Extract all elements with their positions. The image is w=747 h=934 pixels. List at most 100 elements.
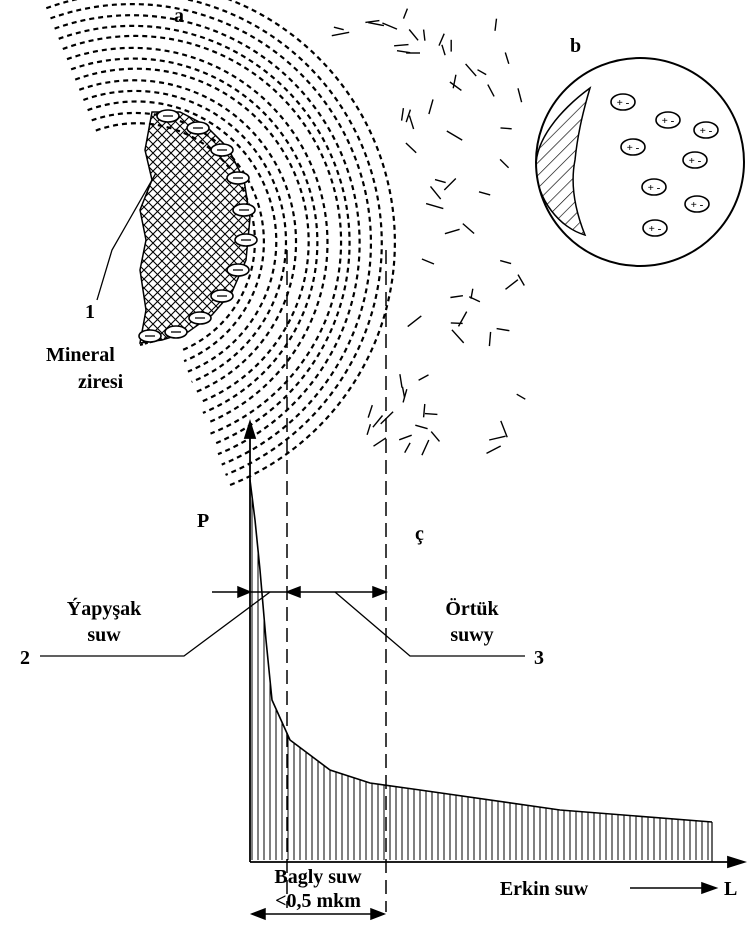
callout-3: 3: [534, 647, 544, 669]
mineral-label-line2: ziresi: [78, 371, 124, 393]
label-b: b: [570, 35, 581, 57]
water-molecule: [431, 432, 439, 442]
water-molecule: [442, 45, 445, 55]
water-molecule: [506, 280, 518, 290]
water-molecule: [501, 421, 507, 437]
water-molecule: [445, 229, 460, 233]
free-water-arrow: [630, 883, 716, 893]
water-molecule: [466, 64, 477, 76]
svg-text:+ -: + -: [662, 115, 675, 127]
water-molecule: [505, 53, 509, 64]
water-molecule: [479, 192, 490, 195]
water-molecule: [487, 446, 501, 453]
water-molecule: [332, 32, 349, 35]
water-molecule: [489, 436, 505, 440]
water-molecule: [367, 424, 370, 435]
svg-text:+ -: + -: [617, 97, 630, 109]
inset-dipole: + -: [642, 179, 666, 195]
water-molecule: [405, 443, 410, 453]
inset-circle: + - + - + - + - + - + - + - + -: [536, 58, 744, 266]
water-molecule: [373, 416, 383, 428]
svg-text:+ -: + -: [689, 155, 702, 167]
svg-text:+ -: + -: [691, 199, 704, 211]
label-a: a: [174, 5, 184, 27]
water-molecule: [463, 224, 474, 234]
bound-water-label: Bagly suw: [274, 866, 362, 888]
callout-2: 2: [20, 647, 30, 669]
film-water-line2: suwy: [450, 624, 493, 646]
water-molecule: [424, 404, 425, 417]
svg-text:+ -: + -: [700, 125, 713, 137]
water-molecule: [495, 19, 497, 31]
water-molecule: [425, 414, 438, 415]
water-molecule: [402, 108, 404, 121]
water-molecule: [381, 412, 393, 424]
mineral-label-line1: Mineral: [46, 344, 115, 366]
water-molecule: [452, 330, 464, 343]
water-molecule: [419, 375, 429, 380]
water-molecule: [435, 180, 446, 183]
water-molecule: [497, 329, 510, 331]
water-molecule: [429, 99, 433, 114]
water-molecule: [444, 179, 456, 191]
water-molecule: [518, 275, 524, 286]
water-molecule: [399, 435, 412, 440]
adsorbed-dipole: [165, 326, 187, 338]
water-molecule: [501, 128, 512, 129]
adsorbed-dipole: [233, 204, 255, 216]
adhesive-water-line1: Ýapyşak: [67, 597, 142, 620]
inset-dipole: + -: [685, 196, 709, 212]
water-molecule: [447, 131, 462, 140]
inset-dipole: + -: [621, 139, 645, 155]
adsorbed-dipole: [227, 172, 249, 184]
water-molecule: [424, 30, 425, 41]
water-molecule: [471, 289, 473, 299]
water-molecule: [365, 21, 379, 23]
water-molecule: [517, 394, 526, 399]
water-molecule: [518, 88, 522, 102]
water-molecule: [489, 332, 490, 346]
adsorbed-dipole: [211, 290, 233, 302]
label-c: ç: [415, 523, 424, 545]
adsorbed-dipole: [227, 264, 249, 276]
zone-width-arrows: [212, 587, 386, 597]
x-axis-label: L: [724, 878, 737, 900]
water-molecule: [408, 316, 422, 327]
water-molecule: [450, 82, 462, 90]
inset-dipole: + -: [611, 94, 635, 110]
water-molecule: [374, 438, 387, 446]
leader-lines: [40, 173, 525, 656]
water-molecule: [368, 405, 372, 418]
water-molecule: [500, 261, 511, 264]
inset-dipole: + -: [656, 112, 680, 128]
free-water-molecules: [332, 9, 526, 456]
water-molecule: [382, 23, 397, 29]
inset-dipole: + -: [643, 220, 667, 236]
y-axis-label: P: [197, 510, 209, 532]
water-molecule: [422, 259, 434, 264]
water-molecule: [500, 159, 509, 167]
adsorbed-dipole: [189, 312, 211, 324]
water-molecule: [488, 85, 494, 97]
callout-1: 1: [85, 301, 95, 323]
water-molecule: [406, 143, 416, 153]
water-molecule: [409, 30, 418, 41]
adhesive-water-line2: suw: [87, 624, 121, 646]
adsorbed-dipole: [187, 122, 209, 134]
adsorbed-dipole: [211, 144, 233, 156]
water-molecule: [451, 323, 463, 324]
water-molecule: [409, 116, 413, 129]
water-molecule: [422, 440, 429, 455]
pressure-curve: [250, 480, 712, 822]
water-molecule: [439, 34, 444, 46]
water-molecule: [368, 23, 384, 26]
svg-text:+ -: + -: [649, 223, 662, 235]
water-molecule: [404, 9, 408, 19]
y-axis-arrow: [245, 422, 255, 438]
water-molecule: [450, 296, 463, 298]
water-molecule: [334, 27, 344, 30]
water-molecule: [403, 387, 405, 398]
adsorbed-dipole: [235, 234, 257, 246]
